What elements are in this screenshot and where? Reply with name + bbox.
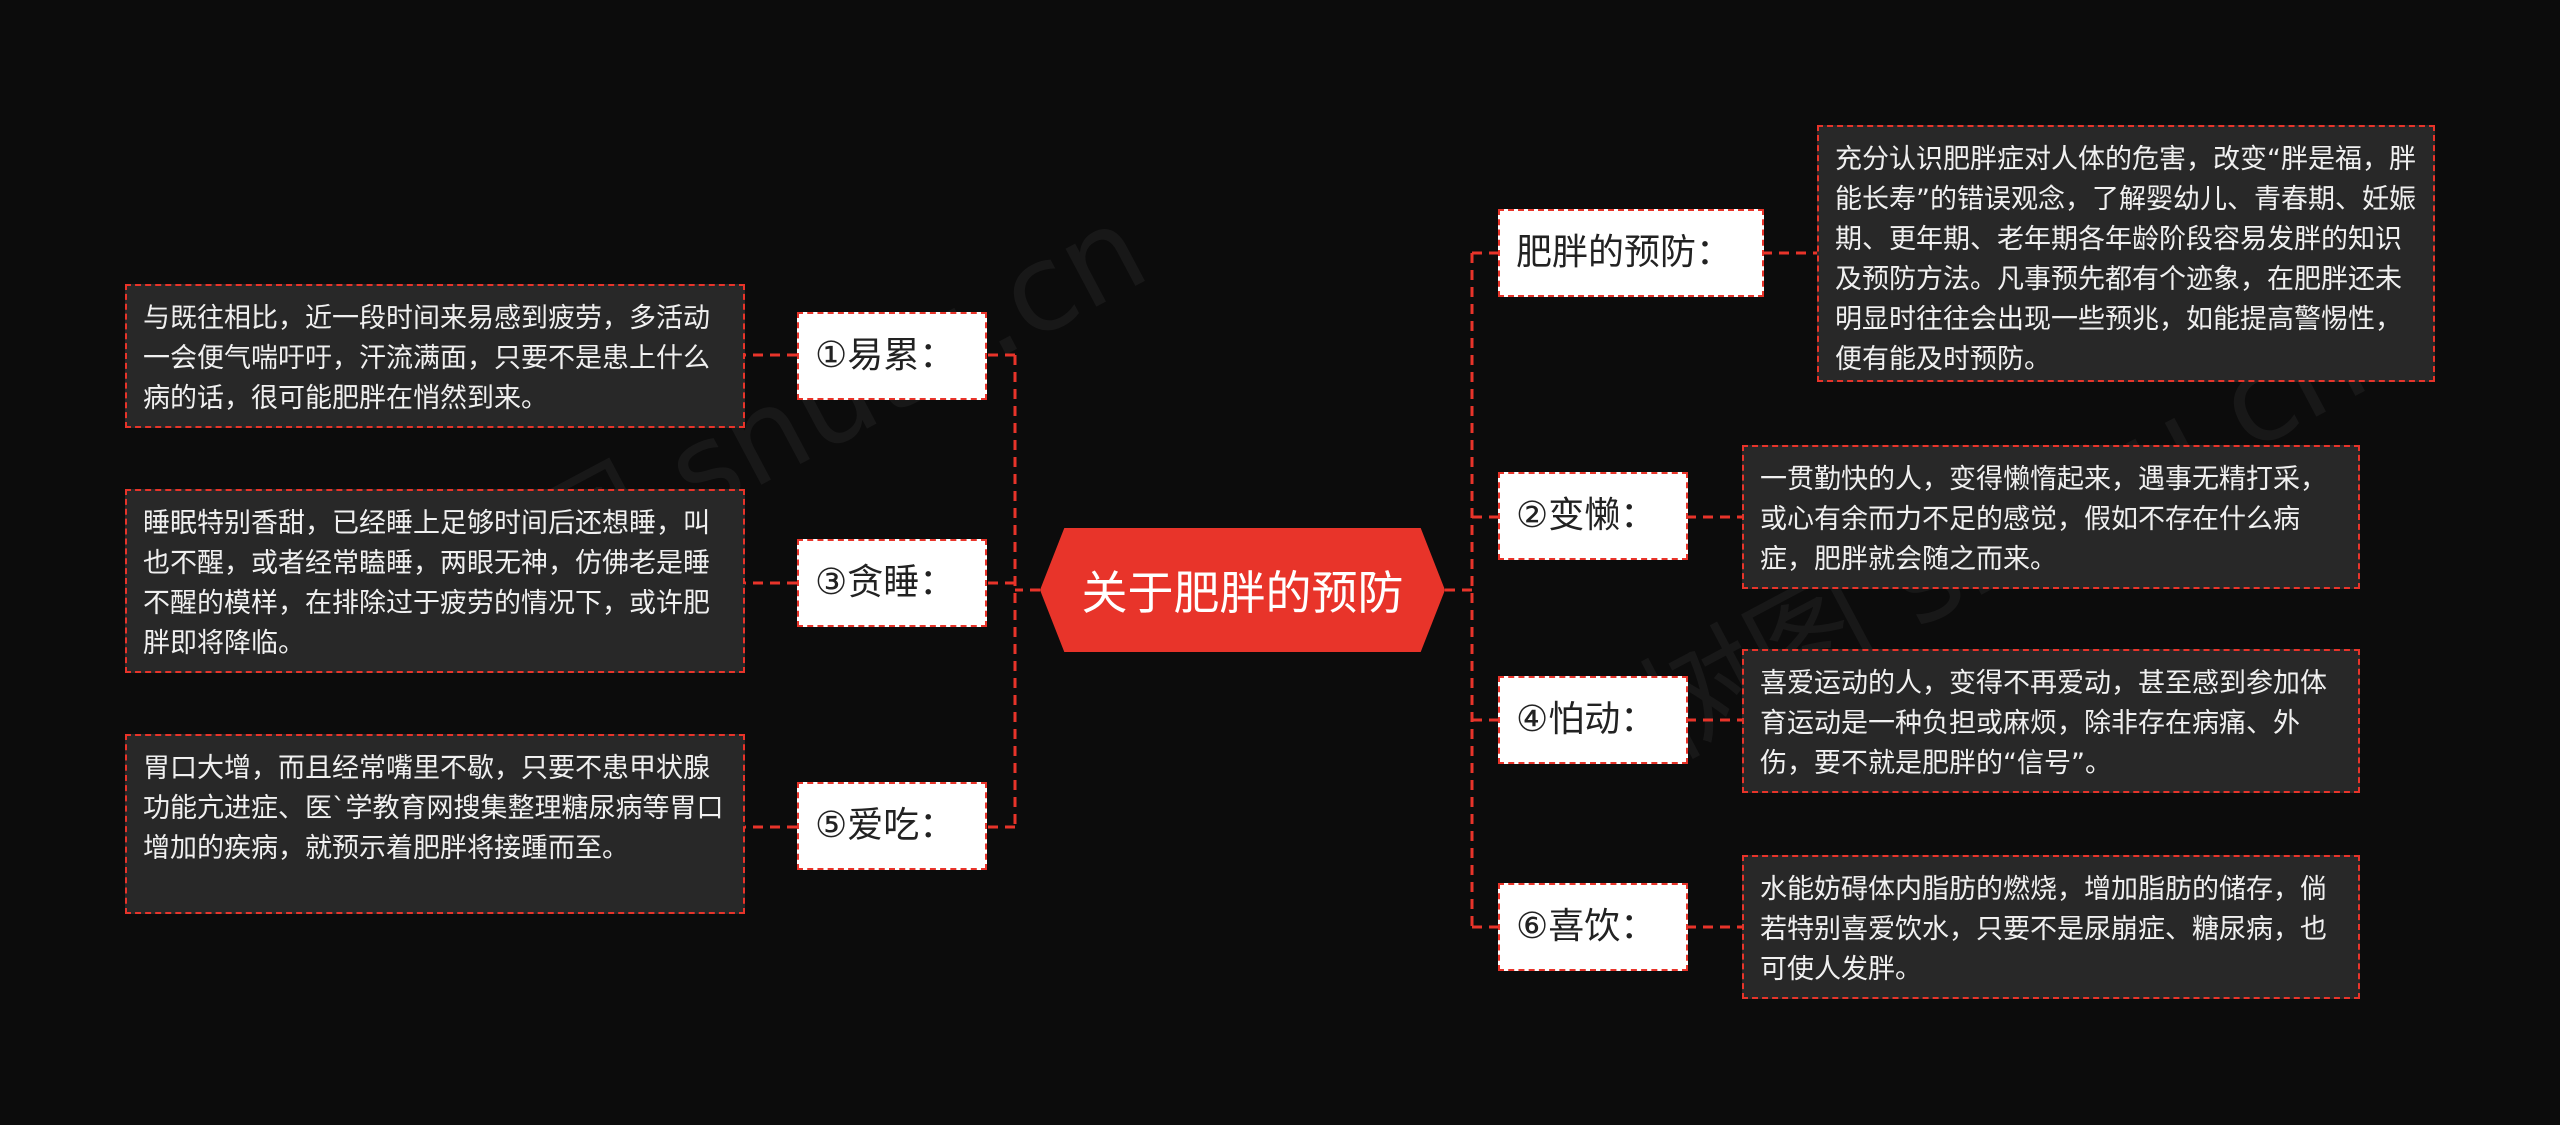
branch-lazy-description: 一贯勤快的人，变得懒惰起来，遇事无精打采，或心有余而力不足的感觉，假如不存在什么…: [1742, 445, 2360, 589]
branch-fear-exercise-description: 喜爱运动的人，变得不再爱动，甚至感到参加体育运动是一种负担或麻烦，除非存在病痛、…: [1742, 649, 2360, 793]
branch-sleepy-label[interactable]: ③贪睡：: [797, 539, 987, 627]
central-topic[interactable]: 关于肥胖的预防: [1040, 528, 1445, 652]
branch-tired-label[interactable]: ①易累：: [797, 312, 987, 400]
branch-prevention-label[interactable]: 肥胖的预防：: [1498, 209, 1764, 297]
branch-sleepy-description: 睡眠特别香甜，已经睡上足够时间后还想睡，叫也不醒，或者经常瞌睡，两眼无神，仿佛老…: [125, 489, 745, 673]
branch-tired-description: 与既往相比，近一段时间来易感到疲劳，多活动一会便气喘吁吁，汗流满面，只要不是患上…: [125, 284, 745, 428]
branch-eat-label[interactable]: ⑤爱吃：: [797, 782, 987, 870]
branch-drink-label[interactable]: ⑥喜饮：: [1498, 883, 1688, 971]
branch-prevention-description: 充分认识肥胖症对人体的危害，改变“胖是福，胖能长寿”的错误观念，了解婴幼儿、青春…: [1817, 125, 2435, 382]
branch-drink-description: 水能妨碍体内脂肪的燃烧，增加脂肪的储存，倘若特别喜爱饮水，只要不是尿崩症、糖尿病…: [1742, 855, 2360, 999]
branch-lazy-label[interactable]: ②变懒：: [1498, 472, 1688, 560]
branch-eat-description: 胃口大增，而且经常嘴里不歇，只要不患甲状腺功能亢进症、医`学教育网搜集整理糖尿病…: [125, 734, 745, 914]
branch-fear-exercise-label[interactable]: ④怕动：: [1498, 676, 1688, 764]
